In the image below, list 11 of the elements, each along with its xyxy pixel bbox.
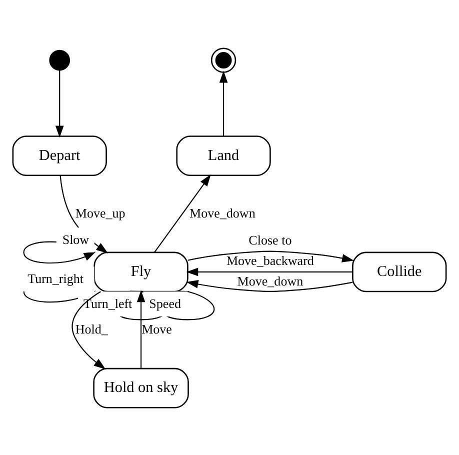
edge-label: Move	[142, 320, 172, 336]
edge-label: Hold_	[75, 320, 108, 336]
edge-label: Move_down	[237, 273, 304, 288]
edge-label: Move_down	[190, 204, 256, 220]
edge-label: Slow	[62, 231, 90, 246]
edge-label: Move_up	[75, 204, 126, 220]
edge-label: Move_backward	[226, 252, 314, 268]
edge-label: Turn_left	[83, 295, 132, 310]
edge-label: Turn_right	[28, 270, 84, 286]
edge-label: Close to	[248, 232, 292, 247]
edge-label: Speed	[149, 295, 181, 310]
